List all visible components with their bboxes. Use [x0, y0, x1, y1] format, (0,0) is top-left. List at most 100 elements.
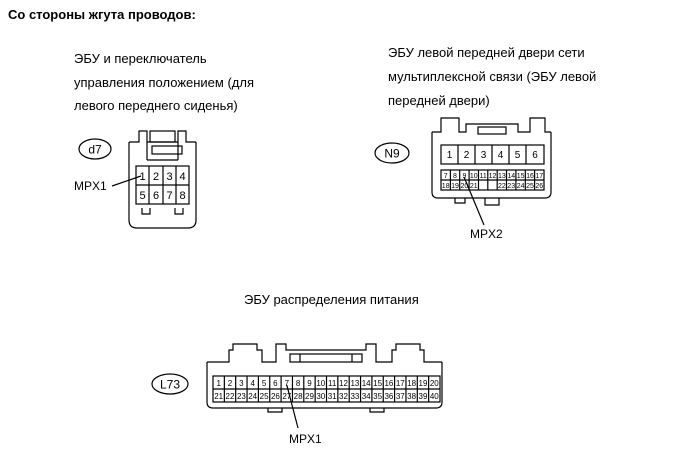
connector-tag: L73	[160, 378, 180, 392]
pin-label: 19	[451, 183, 459, 190]
n9-bottom-tab	[454, 198, 500, 206]
pin-label: 4	[179, 171, 185, 183]
l73-pins: 1 2 3 4 5 6 7 8 9 10 11 12 13 14 15 16 1…	[214, 379, 439, 401]
pin-label: 8	[179, 190, 185, 202]
pin-label: 11	[328, 379, 337, 388]
n9-desc-line: мультиплексной связи (ЭБУ левой	[388, 69, 597, 84]
pin-label: 25	[526, 183, 534, 190]
pin-label: 39	[419, 392, 428, 401]
pin-label: 12	[339, 379, 348, 388]
pin-label: 21	[470, 183, 478, 190]
d7-latch	[129, 130, 196, 143]
n9-callout-line	[463, 176, 485, 226]
d7-key	[151, 145, 183, 155]
pin-label: 33	[350, 392, 359, 401]
n9-top-profile	[432, 117, 551, 133]
pin-label: 17	[396, 379, 405, 388]
pin-label: 7	[444, 173, 448, 180]
pin-label: 3	[166, 171, 172, 183]
pin-label: 27	[282, 392, 291, 401]
n9-housing	[431, 132, 552, 199]
pin-label: 6	[153, 190, 159, 202]
pin-label: 5	[515, 150, 521, 161]
pin-label: 18	[442, 183, 450, 190]
pin-label: 1	[216, 379, 221, 388]
connector-tag-outline	[78, 138, 112, 160]
pin-label: 6	[532, 150, 538, 161]
pin-label: 9	[307, 379, 312, 388]
pin-label: 34	[362, 392, 371, 401]
n9-desc-line: передней двери)	[388, 93, 490, 108]
pin-label: 16	[384, 379, 393, 388]
pin-label: 4	[250, 379, 255, 388]
page-title: Со стороны жгута проводов:	[8, 7, 196, 22]
pin-label: 20	[430, 379, 439, 388]
pin-label: 24	[248, 392, 257, 401]
d7-latch-body	[149, 130, 176, 143]
pin-label: 3	[481, 150, 487, 161]
pin-label: 1	[447, 150, 453, 161]
pin-label: 10	[316, 379, 325, 388]
pin-label: 26	[535, 183, 543, 190]
pin-label: 25	[260, 392, 269, 401]
pin-label: 35	[373, 392, 382, 401]
callout-label: MPX2	[470, 227, 503, 241]
pin-label: 32	[339, 392, 348, 401]
pin-label: 8	[296, 379, 301, 388]
l73-key	[289, 353, 363, 363]
pin-label: 5	[139, 190, 145, 202]
pin-label: 10	[470, 173, 478, 180]
pin-label: 22	[498, 183, 506, 190]
d7-desc-line: управления положением (для	[74, 75, 255, 90]
d7-pins: 1 2 3 4 5 6 7 8	[139, 171, 185, 202]
pin-label: 23	[237, 392, 246, 401]
pin-label: 11	[479, 173, 486, 180]
pin-label: 40	[430, 392, 439, 401]
pin-label: 7	[166, 190, 172, 202]
pin-label: 31	[328, 392, 337, 401]
l73-bottom-tab	[267, 408, 385, 413]
pin-label: 16	[526, 173, 534, 180]
d7-callout-line	[111, 175, 142, 187]
pin-label: 6	[273, 379, 278, 388]
pin-label: 30	[316, 392, 325, 401]
pin-label: 29	[305, 392, 314, 401]
pin-label: 19	[419, 379, 428, 388]
pin-label: 17	[535, 173, 543, 180]
pin-label: 2	[464, 150, 470, 161]
n9-desc-line: ЭБУ левой передней двери сети	[388, 45, 585, 60]
connector-tag: d7	[88, 143, 102, 157]
pin-label: 2	[153, 171, 159, 183]
pin-label: 13	[350, 379, 359, 388]
pin-label: 7	[285, 379, 290, 388]
pin-label: 36	[384, 392, 393, 401]
pin-label: 15	[373, 379, 382, 388]
pin-label: 4	[498, 150, 504, 161]
pin-label: 38	[407, 392, 416, 401]
l73-description: ЭБУ распределения питания	[244, 292, 419, 307]
l73-callout-line	[286, 384, 299, 429]
connector-n9: N9 1 2 3 4 5 6	[374, 117, 552, 241]
n9-pins-small: 7 8 9 10 11 12 13 14 15 16 17 18 19 20 2…	[442, 173, 543, 190]
pin-label: 28	[294, 392, 303, 401]
pin-label: 13	[498, 173, 506, 180]
d7-desc-line: левого переднего сиденья)	[74, 98, 238, 113]
pin-label: 9	[462, 173, 466, 180]
connector-tag-outline	[374, 142, 410, 164]
pin-label: 14	[362, 379, 371, 388]
pin-label: 20	[461, 183, 469, 190]
pin-label: 37	[396, 392, 405, 401]
l73-top-profile	[207, 343, 442, 363]
pin-label: 22	[226, 392, 235, 401]
pin-label: 24	[517, 183, 525, 190]
d7-housing	[128, 142, 197, 229]
pin-label: 26	[271, 392, 280, 401]
pin-label: 5	[262, 379, 267, 388]
pin-label: 21	[214, 392, 223, 401]
d7-desc-line: ЭБУ и переключатель	[74, 51, 207, 66]
pin-label: 8	[453, 173, 457, 180]
n9-pins: 1 2 3 4 5 6	[447, 150, 539, 161]
callout-label: MPX1	[74, 179, 107, 193]
connector-l73: L73 1 2 3 4 5	[151, 343, 443, 446]
pin-label: 3	[239, 379, 244, 388]
